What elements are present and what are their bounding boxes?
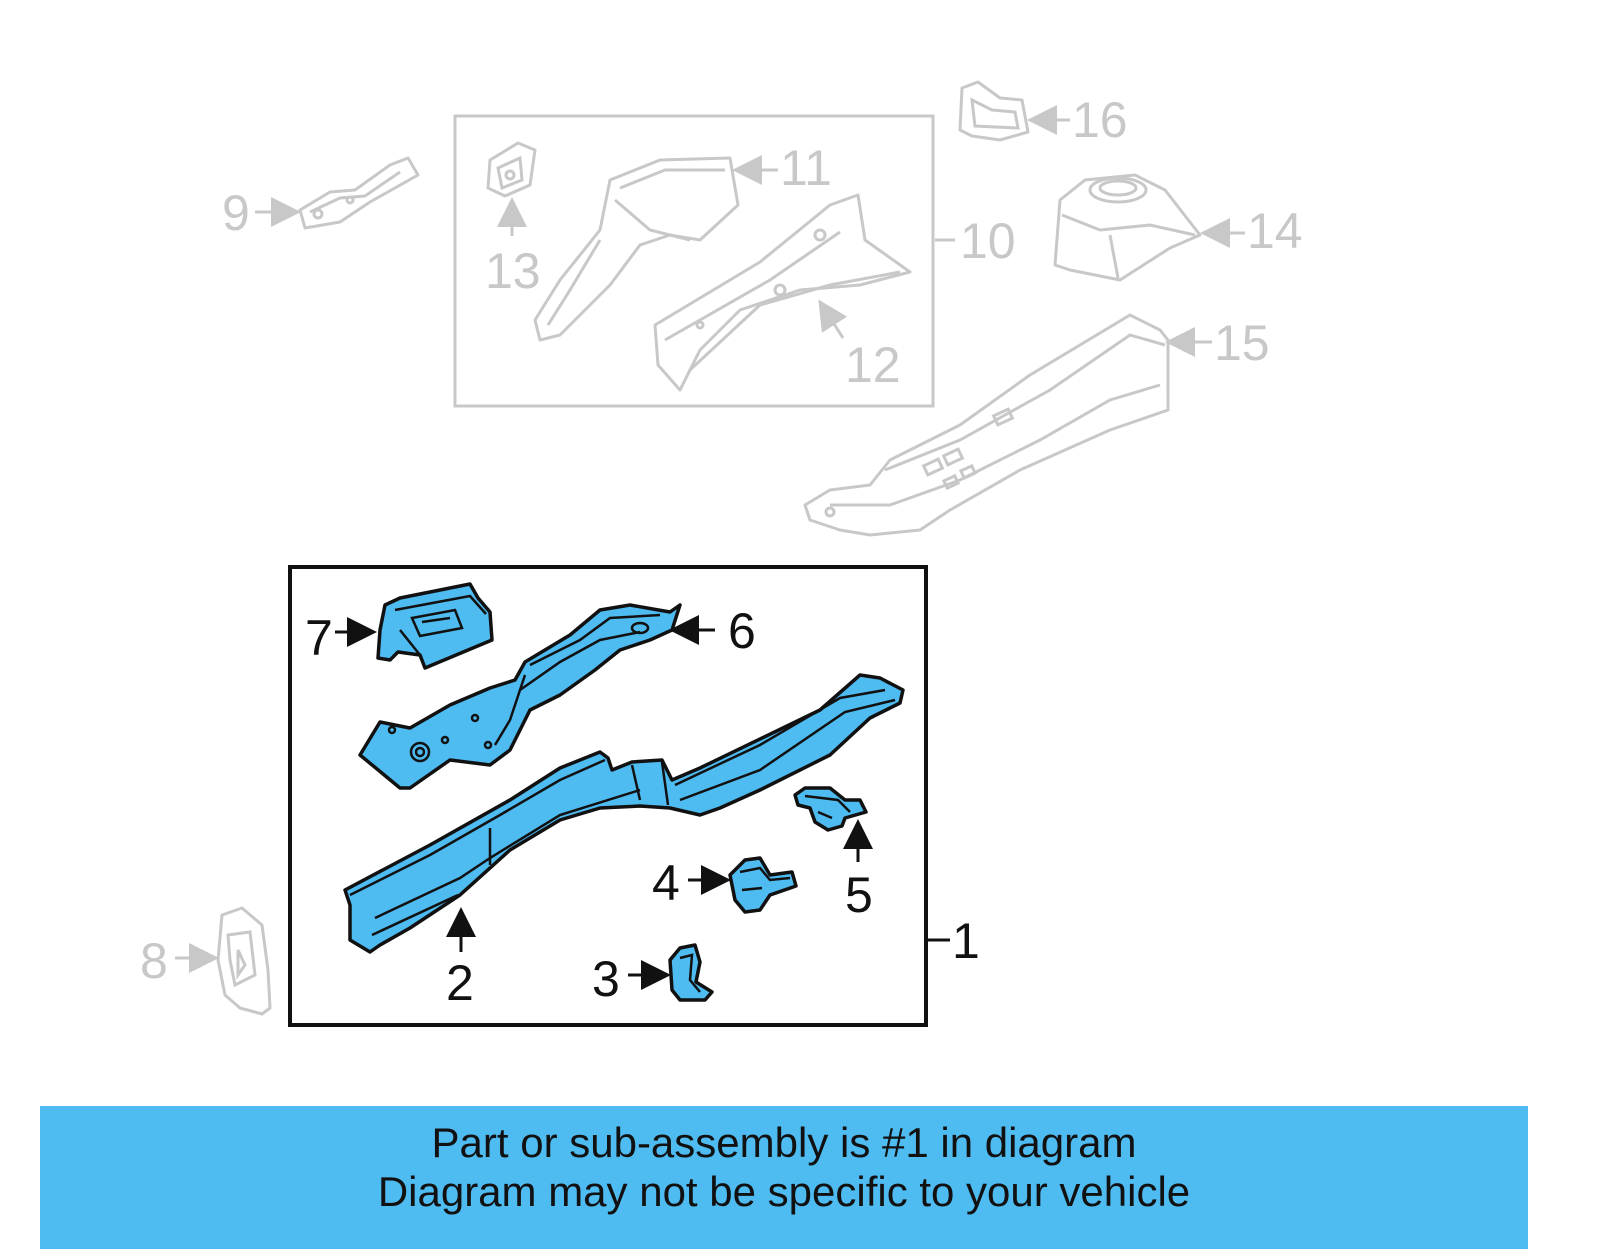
part-11-wheelhouse[interactable] bbox=[533, 156, 740, 342]
callout-5[interactable]: 5 bbox=[845, 867, 873, 923]
footer-banner: Part or sub-assembly is #1 in diagram Di… bbox=[40, 1106, 1528, 1249]
part-12-rail[interactable] bbox=[653, 193, 912, 392]
footer-line-2: Diagram may not be specific to your vehi… bbox=[377, 1168, 1191, 1215]
callout-1[interactable]: 1 bbox=[952, 913, 980, 969]
footer-line-1: Part or sub-assembly is #1 in diagram bbox=[431, 1119, 1137, 1166]
callout-10[interactable]: 10 bbox=[960, 213, 1016, 269]
part-13-gusset[interactable] bbox=[486, 141, 537, 198]
group-10-frame bbox=[453, 114, 935, 408]
callout-3[interactable]: 3 bbox=[592, 951, 620, 1007]
part-16-bracket[interactable] bbox=[958, 80, 1030, 142]
part-9-bracket[interactable] bbox=[298, 156, 420, 230]
callout-6[interactable]: 6 bbox=[728, 603, 756, 659]
callout-16[interactable]: 16 bbox=[1072, 92, 1128, 148]
part-8-plate[interactable] bbox=[216, 906, 272, 1016]
callout-7[interactable]: 7 bbox=[305, 610, 333, 666]
callout-14[interactable]: 14 bbox=[1247, 203, 1303, 259]
callout-2[interactable]: 2 bbox=[446, 955, 474, 1011]
callout-4[interactable]: 4 bbox=[652, 855, 680, 911]
part-2-frame-rail[interactable] bbox=[343, 673, 905, 954]
part-4-bracket[interactable] bbox=[728, 856, 798, 914]
callout-11[interactable]: 11 bbox=[780, 140, 832, 196]
callout-12-arrow bbox=[818, 299, 848, 339]
callout-8[interactable]: 8 bbox=[140, 933, 168, 989]
callout-13[interactable]: 13 bbox=[485, 243, 541, 299]
callout-9[interactable]: 9 bbox=[222, 185, 250, 241]
part-5-bracket[interactable] bbox=[793, 786, 868, 832]
part-15-apron[interactable] bbox=[803, 313, 1170, 537]
part-14-strut-tower[interactable] bbox=[1053, 173, 1202, 282]
part-7-bracket[interactable] bbox=[376, 582, 494, 670]
callout-15[interactable]: 15 bbox=[1214, 315, 1270, 371]
callout-12[interactable]: 12 bbox=[845, 337, 901, 393]
part-3-bracket[interactable] bbox=[668, 943, 714, 1002]
assembly-1-frame bbox=[288, 565, 928, 1027]
